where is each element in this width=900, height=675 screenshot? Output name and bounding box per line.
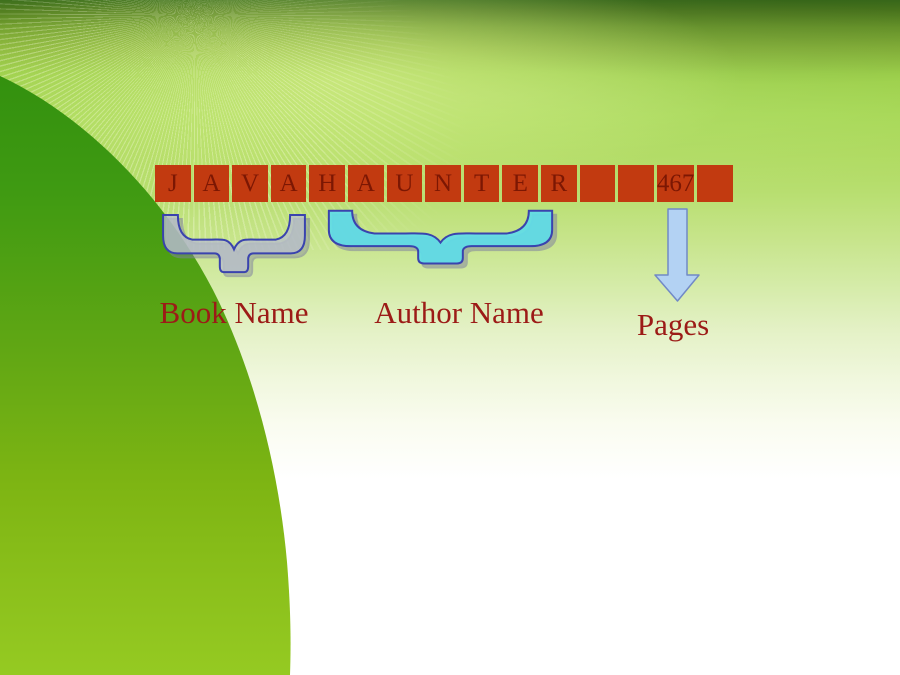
book-name-label: Book Name (159, 295, 309, 330)
record-cell-text: E (512, 170, 528, 197)
record-cell-text: J (167, 170, 178, 197)
record-cell: A (193, 165, 230, 202)
record-cell: H (309, 165, 346, 202)
record-cell (618, 165, 654, 202)
record-cell: N (425, 165, 461, 202)
record-cell-text: V (240, 170, 260, 197)
record-cell-text: H (318, 170, 337, 197)
record-cell: 467 (656, 165, 695, 202)
record-cell-text: N (434, 170, 453, 197)
underbrace-book-icon (160, 212, 308, 277)
record-cell (697, 165, 734, 202)
record-cell-text: A (202, 170, 221, 197)
record-cells: J A V A H A U N T E R 467 (155, 165, 734, 202)
record-cell: A (348, 165, 384, 202)
down-arrow-icon (654, 208, 700, 302)
record-cell-text: R (550, 170, 568, 197)
record-cell: A (270, 165, 307, 202)
record-cell: J (155, 165, 191, 202)
background-circle (0, 0, 300, 675)
record-cell-text: 467 (656, 170, 695, 197)
pages-label: Pages (636, 307, 710, 342)
record-cell-text: T (474, 170, 490, 197)
record-cell-text: U (395, 170, 414, 197)
record-cell: V (232, 165, 268, 202)
record-cell: T (463, 165, 500, 202)
record-cell-text: A (279, 170, 298, 197)
record-cell: U (386, 165, 423, 202)
record-cell: R (541, 165, 577, 202)
underbrace-author-icon (324, 208, 557, 268)
record-cell: E (502, 165, 539, 202)
author-name-label: Author Name (374, 295, 544, 330)
record-cell (579, 165, 616, 202)
record-cell-text: A (356, 170, 375, 197)
